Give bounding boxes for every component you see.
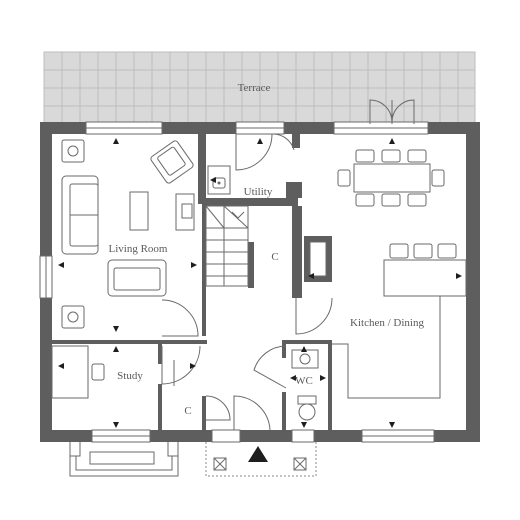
porch-outline bbox=[205, 439, 317, 477]
dimension-arrow-up-icon bbox=[257, 138, 263, 144]
dimension-arrow-left-icon bbox=[58, 363, 64, 369]
entrance-arrow-icon bbox=[248, 446, 268, 462]
dimension-arrow-right-icon bbox=[190, 363, 196, 369]
dimension-arrow-left-icon bbox=[308, 273, 314, 279]
dimension-arrow-up-icon bbox=[113, 138, 119, 144]
living-room-furniture bbox=[61, 139, 195, 329]
dimension-arrow-left-icon bbox=[210, 177, 216, 183]
dimension-arrow-right-icon bbox=[320, 375, 326, 381]
wc-label: WC bbox=[295, 375, 313, 387]
study-label: Study bbox=[117, 370, 143, 382]
dimension-arrow-up-icon bbox=[301, 346, 307, 352]
cupboard-hall-label: C bbox=[184, 405, 191, 417]
terrace-label: Terrace bbox=[238, 82, 271, 94]
dimension-arrow-down-icon bbox=[301, 422, 307, 428]
porch-fixtures bbox=[213, 457, 307, 471]
utility-label: Utility bbox=[244, 186, 273, 198]
living-room-label: Living Room bbox=[109, 243, 168, 255]
windows bbox=[39, 121, 435, 443]
dimension-arrow-down-icon bbox=[389, 422, 395, 428]
utility-furniture bbox=[207, 165, 231, 195]
kitchen-dining-label: Kitchen / Dining bbox=[350, 317, 424, 329]
dimension-arrow-down-icon bbox=[113, 326, 119, 332]
dimension-arrow-up-icon bbox=[389, 138, 395, 144]
dimension-arrow-up-icon bbox=[113, 346, 119, 352]
room-labels: Living Room Utility C Kitchen / Dining S… bbox=[109, 186, 425, 417]
dimension-arrow-left-icon bbox=[290, 375, 296, 381]
staircase bbox=[205, 205, 249, 287]
door-swings bbox=[161, 99, 415, 431]
bay-window bbox=[69, 430, 179, 477]
dimension-arrow-right-icon bbox=[456, 273, 462, 279]
dimension-arrows bbox=[58, 138, 462, 428]
terrace-paving-grid bbox=[44, 52, 475, 124]
dimension-arrow-left-icon bbox=[58, 262, 64, 268]
dimension-arrow-down-icon bbox=[113, 422, 119, 428]
study-furniture bbox=[51, 345, 105, 399]
terrace: Terrace bbox=[43, 51, 476, 125]
kitchen-furniture bbox=[332, 149, 467, 399]
duct-inner bbox=[309, 241, 327, 277]
cupboard-stair-label: C bbox=[271, 251, 278, 263]
dimension-arrow-right-icon bbox=[191, 262, 197, 268]
